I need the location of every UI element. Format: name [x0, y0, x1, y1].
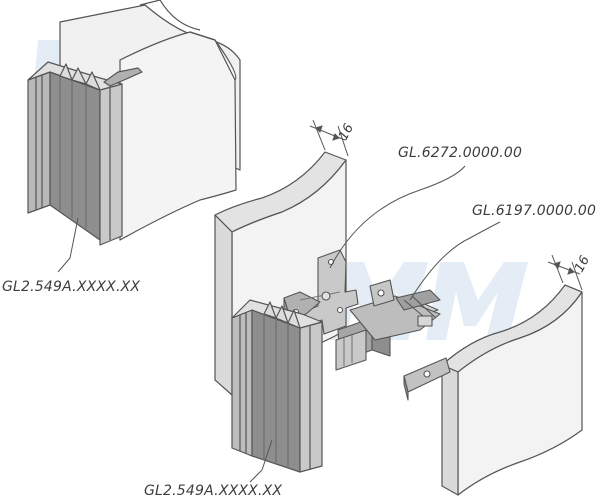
inset-profile [27, 61, 143, 246]
label-connector-cross: GL.6272.0000.00 [398, 145, 523, 161]
connector-bracket [335, 279, 441, 371]
profile-main [231, 299, 323, 473]
leader-profile-top [57, 217, 79, 273]
inset-assembly [27, 0, 241, 246]
dimension-right [547, 254, 583, 291]
label-profile-bottom: GL2.549A.XXXX.XX [144, 483, 283, 499]
leader-profile-bottom [249, 439, 273, 483]
leader-connector-cross [329, 165, 466, 269]
inset-panel-front [119, 31, 237, 241]
connector-plate-small [403, 357, 451, 401]
leader-lines [249, 165, 501, 483]
label-connector-bracket: GL.6197.0000.00 [472, 203, 597, 219]
label-profile-top: GL2.549A.XXXX.XX [2, 279, 141, 295]
panel-right [441, 284, 583, 496]
dimension-left [309, 119, 349, 157]
leader-connector-bracket [409, 221, 501, 301]
